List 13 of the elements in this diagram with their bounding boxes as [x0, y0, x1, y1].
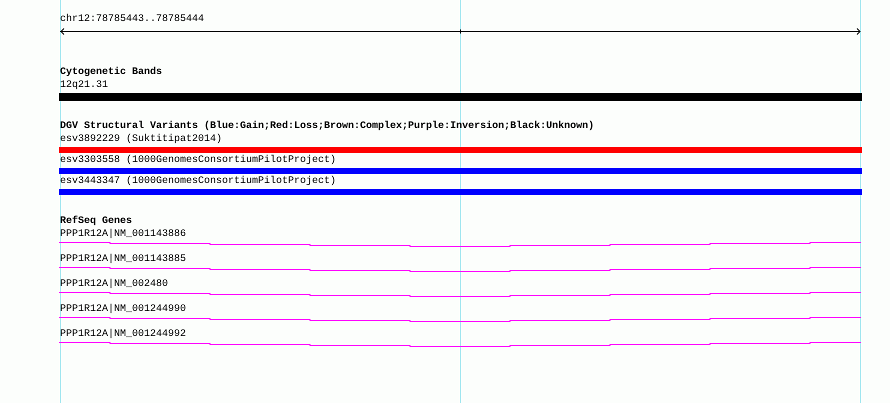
variant-label: esv3443347 (1000GenomesConsortiumPilotProject)	[60, 176, 336, 188]
coordinate-label: chr12:78785443..78785444	[60, 14, 204, 26]
variant-label: esv3303558 (1000GenomesConsortiumPilotProject)	[60, 155, 336, 167]
gene-label: PPP1R12A|NM_001143886	[60, 229, 186, 241]
gene-label: PPP1R12A|NM_001143885	[60, 254, 186, 266]
variant-label: esv3892229 (Suktitipat2014)	[60, 134, 222, 146]
track-title: RefSeq Genes	[60, 216, 132, 228]
gene-label: PPP1R12A|NM_001244990	[60, 304, 186, 316]
track-title: DGV Structural Variants (Blue:Gain;Red:Loss;Brown:Complex;Purple:Inversion;Black:Unknown)	[60, 121, 594, 133]
gene-label: PPP1R12A|NM_002480	[60, 279, 168, 291]
track-title: Cytogenetic Bands	[60, 67, 162, 79]
band-label: 12q21.31	[60, 80, 108, 92]
gene-label: PPP1R12A|NM_001244992	[60, 329, 186, 341]
